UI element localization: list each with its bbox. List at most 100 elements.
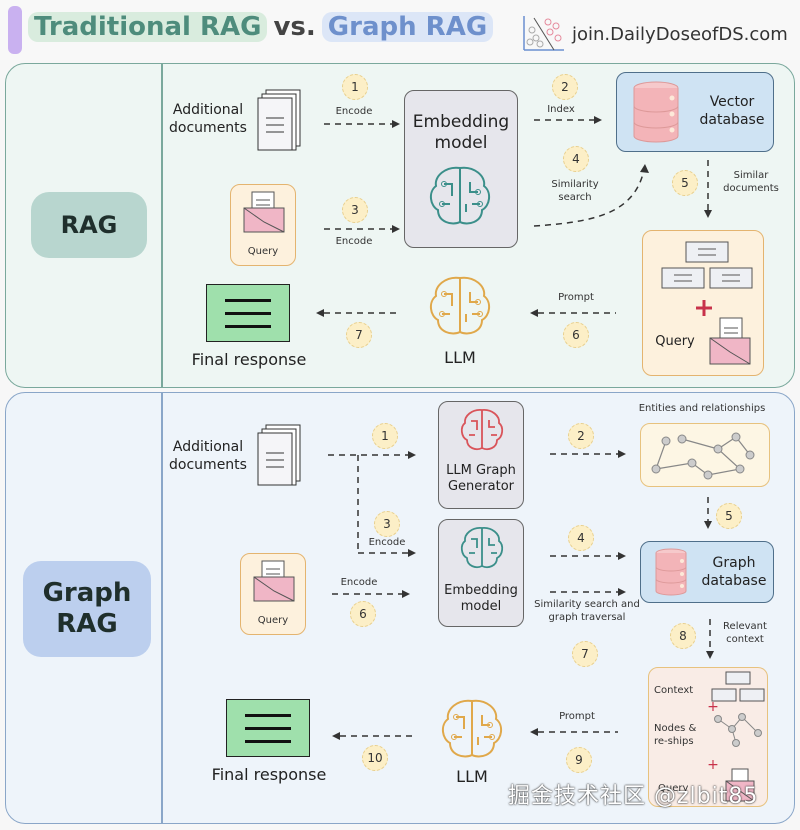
graph-step-4-badge: 4 [568,525,594,551]
graph-arrow-5 [704,497,712,529]
context-card-context-label: Context [654,685,694,696]
rag-step-1-badge: 1 [342,74,368,100]
rag-arrow-4 [533,164,649,227]
vector-database-label: Vector database [699,94,765,128]
rag-divider [161,64,163,387]
database-icon [633,81,679,143]
rag-step-1-label: Encode [335,106,373,117]
entities-label: Entities and relationships [638,403,766,414]
graph-arrow-9 [530,728,618,736]
rag-step-3-badge: 3 [342,197,368,223]
graph-step-9-badge: 9 [566,747,592,773]
llm-brain-icon [430,276,490,335]
graph-docs-label: Additional documents [169,439,247,473]
plus-icon [696,300,712,316]
accent-bar [8,6,22,54]
rag-final-label: Final response [191,350,307,369]
graph-step-3-badge: 3 [374,511,400,537]
graph-rag-divider [161,393,163,823]
rag-step-3-label: Encode [335,236,373,247]
graph-rag-label: Graph RAG [23,561,151,657]
database-icon [655,548,687,596]
rag-step-6-label: Prompt [558,292,594,303]
graph-step-10-badge: 10 [362,745,388,771]
query-envelope-icon [709,317,751,365]
rag-llm-label: LLM [444,348,476,367]
rag-label: RAG [31,192,147,258]
graph-database-label: Graph database [701,555,767,589]
query-envelope-icon [243,191,285,233]
graph-arrow-2 [550,450,626,458]
llm-brain-icon [442,699,502,758]
graph-step-8-label: Relevant context [723,621,767,645]
graph-generator-label: LLM Graph Generator [446,463,516,495]
watermark: 掘金技术社区 @zlbit85 [508,784,759,809]
documents-icon [257,424,301,486]
graph-arrow-7 [550,588,626,596]
graph-step-8-badge: 8 [670,623,696,649]
graph-final-response-icon [226,699,310,757]
graph-step-9-label: Prompt [559,711,595,722]
knowledge-graph-icon [651,432,755,480]
title-vs: vs. [273,12,316,42]
graph-step-1-badge: 1 [372,423,398,449]
context-card-nodes-label: Nodes & re-ships [654,723,697,747]
page-title: Traditional RAG vs. Graph RAG [28,12,494,42]
brain-circuit-icon [460,527,504,569]
graph-arrows-1-3 [328,451,416,557]
rag-embedding-label: Embedding model [412,112,510,154]
rag-final-response-icon [206,284,290,342]
graph-llm-label: LLM [456,767,488,786]
brain-circuit-icon [430,166,490,225]
rag-step-6-badge: 6 [563,322,589,348]
brand: join.DailyDoseofDS.com [520,14,788,54]
retrieved-docs-icon [711,671,765,702]
query-envelope-icon [253,560,295,602]
graph-step-7-label: Similarity search and graph traversal [534,599,640,623]
rag-step-5-label: Similar documents [723,170,779,194]
plus-icon: + [707,757,719,773]
rag-step-2-label: Index [547,104,575,115]
rag-context-query-label: Query [655,334,695,349]
graph-rag-panel: Graph RAG Additional documents 1 3 Encod… [5,392,795,824]
graph-embedding-label: Embedding model [444,583,518,615]
graph-arrow-8 [706,619,714,659]
rag-docs-label: Additional documents [169,102,247,136]
graph-arrow-10 [332,732,412,740]
graph-step-7-badge: 7 [572,641,598,667]
rag-panel: RAG Additional documents Query 1 Encode … [5,63,795,388]
graph-arrow-4 [550,552,626,560]
graph-step-3-label: Encode [368,537,406,548]
brand-url[interactable]: join.DailyDoseofDS.com [572,23,788,45]
documents-icon [257,89,301,151]
rag-arrow-7 [316,309,396,317]
rag-arrow-1 [324,120,400,128]
rag-arrow-2 [534,116,602,124]
rag-step-5-badge: 5 [672,170,698,196]
title-traditional-rag: Traditional RAG [28,12,268,42]
graph-generator-brain-icon [460,409,504,451]
retrieved-docs-icon [661,241,753,289]
rag-query-label: Query [247,246,279,257]
graph-step-2-badge: 2 [568,423,594,449]
rag-step-4-badge: 4 [563,146,589,172]
graph-step-6-badge: 6 [350,601,376,627]
graph-final-label: Final response [211,765,327,784]
graph-embedding-model-box [438,519,524,627]
graph-step-5-badge: 5 [716,503,742,529]
rag-arrow-5 [704,160,712,218]
graph-step-6-label: Encode [340,577,378,588]
rag-arrow-3 [324,225,400,233]
rag-step-2-badge: 2 [552,74,578,100]
rag-step-4-label: Similarity search [551,179,599,203]
nodes-graph-icon [714,713,762,747]
rag-arrow-6 [530,309,616,317]
graph-query-label: Query [257,615,289,626]
rag-step-7-badge: 7 [346,322,372,348]
plus-icon: + [707,699,719,715]
title-graph-rag: Graph RAG [321,12,494,42]
llm-graph-generator-box [438,401,524,509]
context-card-query-label: Query [658,783,689,794]
scatter-logo-icon [523,16,564,51]
query-envelope-icon [725,768,755,802]
